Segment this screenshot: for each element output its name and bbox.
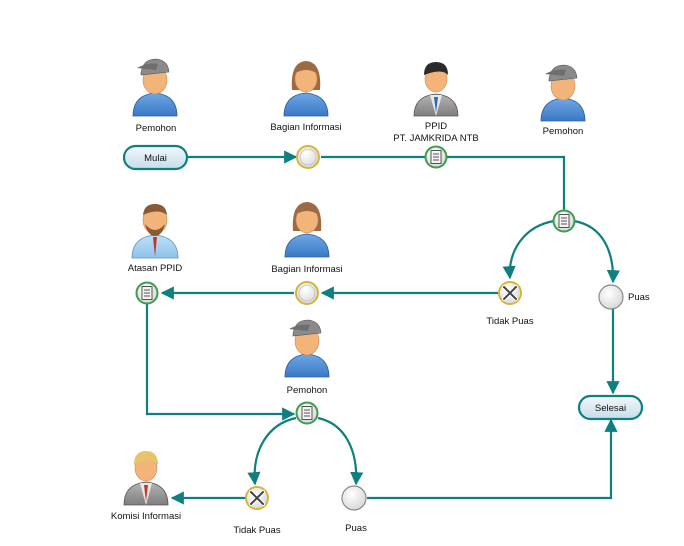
flow-to-tidak-puas-1 — [502, 219, 555, 280]
node-atasan-ppid — [135, 281, 159, 305]
bagian-informasi-1-label: Bagian Informasi — [270, 122, 341, 133]
flow-to-puas-1 — [573, 219, 620, 284]
cross-icon — [249, 490, 265, 506]
node-pemohon-2 — [552, 209, 576, 233]
person-cap-icon — [132, 58, 178, 117]
flow-to-tidak-puas-2 — [247, 416, 297, 486]
pemohon-2-label: Pemohon — [543, 126, 584, 137]
flow-ppid-to-pemohon — [447, 155, 566, 210]
tidak-puas-1-label: Tidak Puas — [486, 316, 533, 327]
komisi-informasi-label: Komisi Informasi — [111, 511, 181, 522]
document-icon — [141, 286, 153, 300]
person-cap-icon — [540, 64, 586, 122]
pemohon-1-label: Pemohon — [136, 123, 177, 134]
document-icon — [430, 150, 442, 164]
pemohon-3-label: Pemohon — [287, 385, 328, 396]
ppid-label-line1: PPID — [425, 121, 447, 132]
actor-pemohon-1: Pemohon — [132, 58, 178, 134]
node-puas-2 — [341, 485, 367, 511]
node-pemohon-3 — [295, 401, 319, 425]
actor-pemohon-3: Pemohon — [284, 319, 330, 396]
node-bagian-informasi-1 — [296, 145, 320, 169]
person-suit-icon — [413, 62, 459, 117]
flow-to-puas-2 — [317, 416, 364, 486]
puas-1-label: Puas — [628, 292, 650, 303]
person-official-icon — [123, 451, 169, 506]
node-tidak-puas-1 — [498, 281, 522, 305]
person-woman-icon — [284, 202, 330, 258]
flow-puas2-to-selesai — [367, 418, 618, 500]
cross-icon — [502, 285, 518, 301]
person-cap-icon — [284, 319, 330, 378]
node-tidak-puas-2 — [245, 486, 269, 510]
person-woman-icon — [283, 61, 329, 117]
node-ppid — [424, 145, 448, 169]
mulai-label: Mulai — [144, 153, 167, 164]
bagian-informasi-2-label: Bagian Informasi — [271, 264, 342, 275]
actor-bagian-informasi-2: Bagian Informasi — [271, 202, 343, 275]
atasan-ppid-label: Atasan PPID — [128, 263, 183, 274]
actor-komisi-informasi: Komisi Informasi — [111, 451, 181, 522]
selesai-label: Selesai — [595, 403, 626, 414]
actor-ppid: PPID PT. JAMKRIDA NTB — [393, 62, 479, 144]
document-icon — [301, 406, 313, 420]
node-puas-1 — [598, 284, 624, 310]
document-icon — [558, 214, 570, 228]
terminal-selesai: Selesai — [577, 394, 644, 421]
puas-2-label: Puas — [345, 523, 367, 534]
node-bagian-informasi-2 — [295, 281, 319, 305]
terminal-mulai: Mulai — [122, 144, 189, 171]
person-manager-icon — [131, 204, 179, 259]
flow-atasan-to-pemohon3 — [145, 304, 296, 421]
actor-bagian-informasi-1: Bagian Informasi — [270, 61, 342, 133]
actor-atasan-ppid: Atasan PPID — [128, 204, 183, 274]
tidak-puas-2-label: Tidak Puas — [233, 525, 280, 536]
ppid-label-line2: PT. JAMKRIDA NTB — [393, 133, 479, 144]
actor-pemohon-2: Pemohon — [540, 64, 586, 137]
connectors — [145, 150, 620, 505]
